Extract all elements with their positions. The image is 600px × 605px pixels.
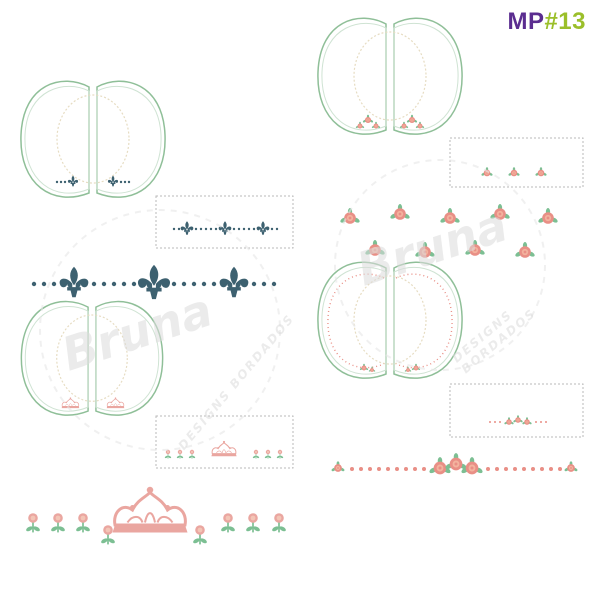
- mp-badge: MP#13: [507, 8, 586, 36]
- collar-fleur: [20, 80, 166, 198]
- rose-border-large: [330, 453, 579, 475]
- crown-sample-box: [155, 415, 294, 469]
- rose-sample-row: [480, 167, 548, 177]
- crown-border-large: [24, 485, 288, 546]
- collar-rose-dotted: [317, 261, 463, 379]
- fleur-sample-box: [155, 195, 294, 249]
- rose-motif-grid: [339, 204, 559, 258]
- crown-sample-row: [164, 440, 284, 459]
- badge-prefix: MP: [507, 8, 545, 35]
- rose-sample-box: [449, 137, 584, 188]
- collar-rose-top: [317, 17, 463, 135]
- badge-number: #13: [544, 8, 586, 35]
- fleur-sample-row: [172, 221, 279, 235]
- fleur-border-large: [31, 264, 277, 300]
- rose-sprig-box: [449, 383, 584, 438]
- rose-sprig-sample: [489, 415, 547, 425]
